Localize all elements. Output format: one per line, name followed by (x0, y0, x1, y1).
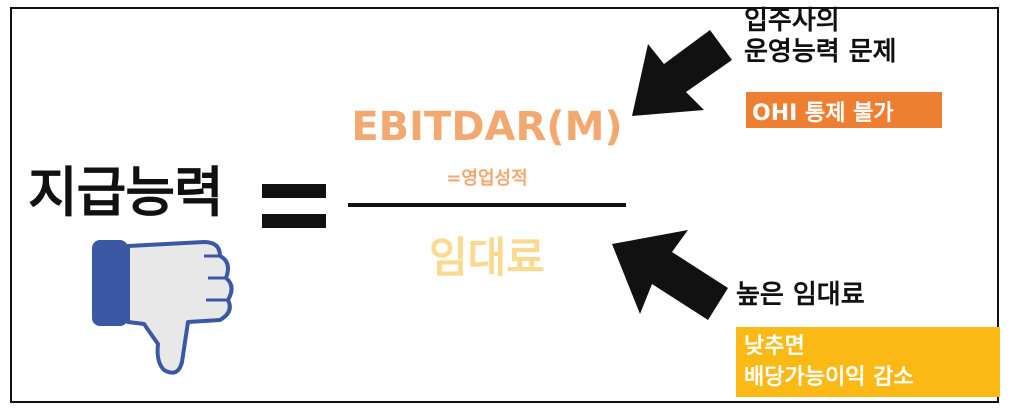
tag-bottom-line1: 낮추면 (744, 334, 805, 359)
cause-top-line1: 입주사의 (744, 6, 840, 36)
thumbs-down-icon (92, 240, 234, 375)
tag-bottom: 낮추면 배당가능이익 감소 (736, 327, 1000, 397)
tag-bottom-line2: 배당가능이익 감소 (744, 365, 914, 390)
equals-bar-top (262, 184, 326, 198)
equals-bar-bottom (262, 214, 326, 228)
numerator-label: EBITDAR(M) (351, 104, 623, 150)
cause-top-text: 입주사의 운영능력 문제 (744, 6, 897, 68)
tag-top: OHI 통제 불가 (746, 92, 942, 128)
cause-top-line2: 운영능력 문제 (744, 37, 897, 67)
thumb-cuff (92, 240, 128, 326)
equals-sign (262, 184, 326, 230)
fraction-line (348, 203, 626, 207)
arrow-down-left-icon (632, 30, 732, 116)
arrow-up-left-icon (612, 230, 728, 320)
thumb-hand (126, 240, 234, 375)
denominator-label: 임대료 (429, 233, 545, 282)
numerator-note: =영업성적 (446, 168, 528, 189)
cause-bottom-text: 높은 임대료 (736, 280, 865, 310)
lhs-label: 지급능력 (28, 161, 224, 224)
